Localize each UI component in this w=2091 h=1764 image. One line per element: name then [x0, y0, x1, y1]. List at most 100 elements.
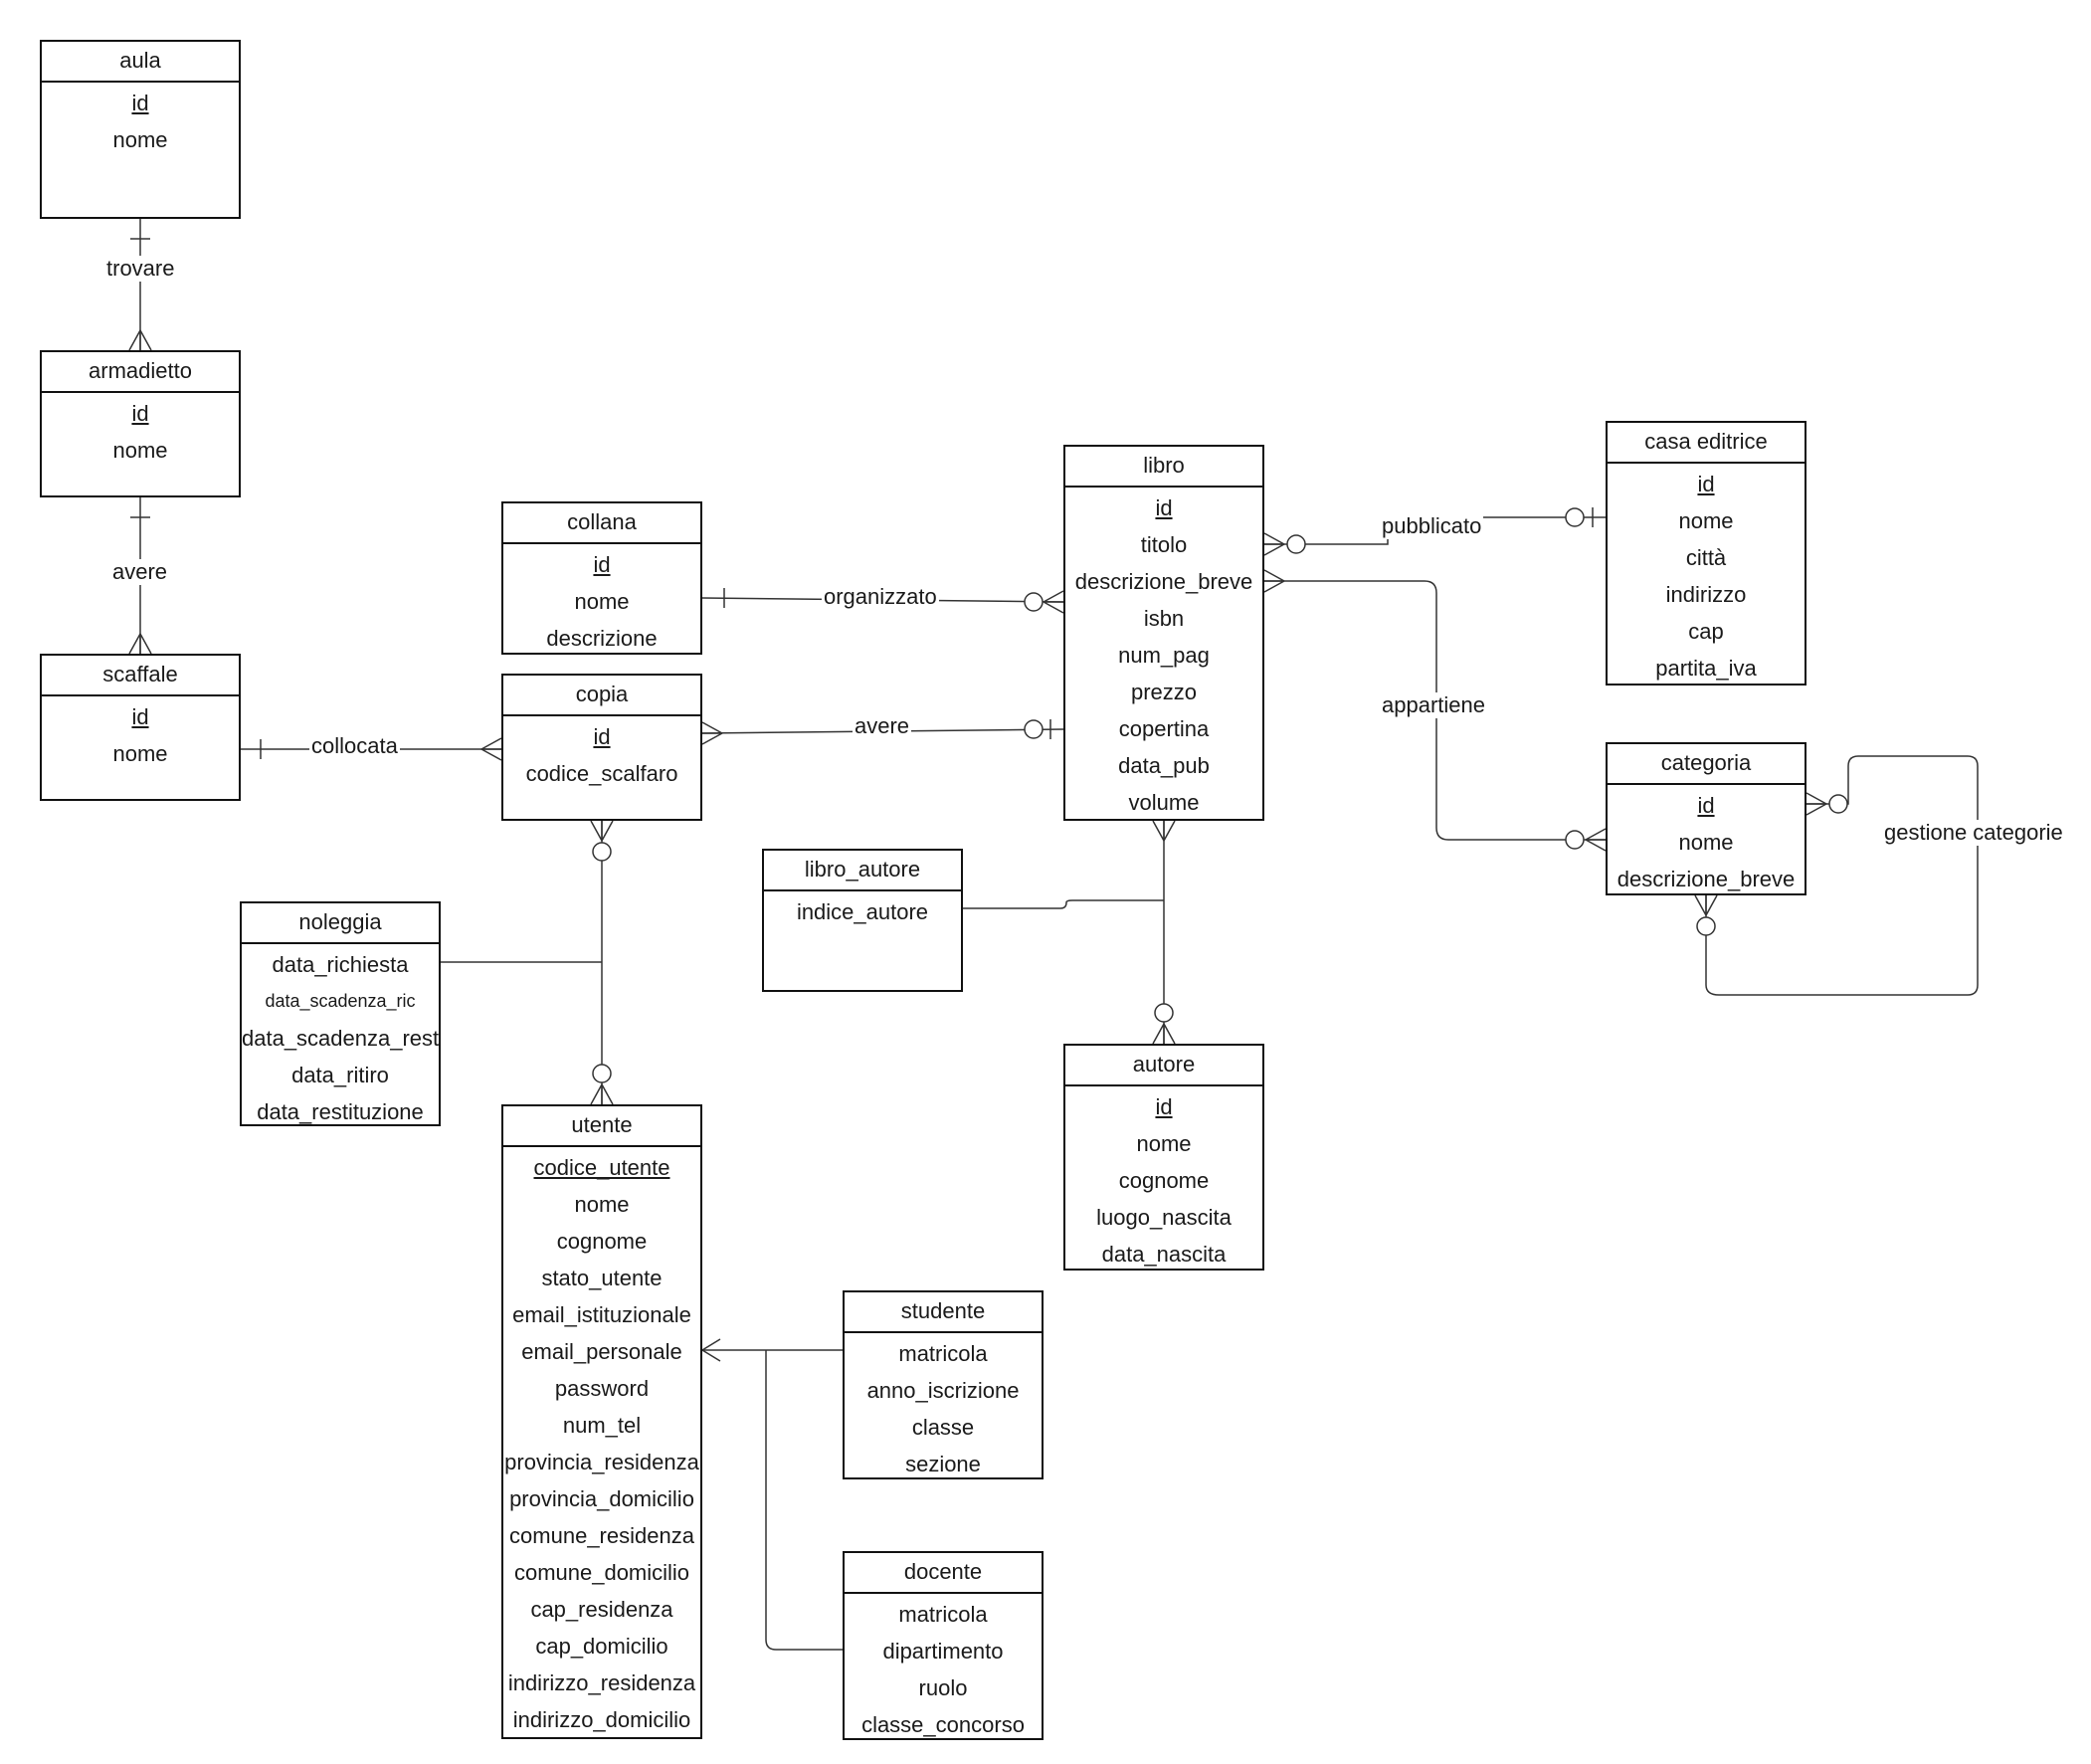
optional-marker: [1565, 507, 1585, 527]
entity-title: libro_autore: [764, 851, 961, 891]
crows-foot-marker: [1263, 532, 1285, 556]
attribute-list: indice_autore: [764, 891, 961, 930]
entity-title: scaffale: [42, 656, 239, 696]
attribute: codice_scalfaro: [525, 761, 678, 786]
primary-key-attribute: id: [131, 401, 149, 426]
attribute: data_scadenza_rest: [242, 1026, 440, 1051]
attribute-list: data_richiesta data_scadenza_ric data_scad…: [242, 944, 439, 1130]
entity-copia[interactable]: copia id codice_scalfaro: [501, 674, 702, 821]
attribute: data_restituzione: [257, 1099, 424, 1124]
entity-title: aula: [42, 42, 239, 83]
crows-foot-marker: [1043, 590, 1064, 614]
entity-title: casa editrice: [1608, 423, 1805, 464]
attribute: nome: [112, 127, 168, 152]
attribute: nome: [1678, 830, 1734, 855]
crows-foot-marker: [701, 721, 723, 745]
crows-foot-marker: [1585, 828, 1607, 852]
attribute: indirizzo_residenza: [507, 1670, 696, 1695]
entity-title: autore: [1065, 1046, 1262, 1086]
attribute: data_ritiro: [291, 1063, 389, 1087]
crows-foot-marker: [1694, 894, 1718, 916]
optional-marker: [592, 842, 612, 862]
generalization-arrow: [700, 1338, 721, 1362]
optional-marker: [1828, 794, 1848, 814]
attribute: volume: [1128, 790, 1200, 815]
primary-key-attribute: id: [1155, 495, 1173, 520]
attribute: città: [1685, 545, 1727, 570]
attribute: cap: [1688, 619, 1724, 644]
attribute: descrizione_breve: [1074, 569, 1253, 594]
primary-key-attribute: codice_utente: [533, 1155, 670, 1180]
attribute: partita_iva: [1655, 656, 1757, 681]
crows-foot-marker: [128, 633, 152, 655]
entity-title: collana: [503, 503, 700, 544]
attribute: provincia_domicilio: [509, 1486, 694, 1511]
attribute: anno_iscrizione: [866, 1378, 1020, 1403]
attribute: data_nascita: [1101, 1242, 1227, 1267]
attribute: data_scadenza_ric: [265, 991, 416, 1011]
attribute: descrizione: [546, 626, 658, 651]
attribute: comune_domicilio: [513, 1560, 690, 1585]
attribute: nome: [1678, 508, 1734, 533]
entity-title: copia: [503, 676, 700, 716]
attribute: luogo_nascita: [1096, 1205, 1232, 1230]
attribute: titolo: [1140, 532, 1188, 557]
optional-marker: [1696, 916, 1716, 936]
crows-foot-marker: [1806, 792, 1827, 816]
attribute: comune_residenza: [509, 1523, 694, 1548]
attribute-list: id codice_scalfaro: [503, 716, 700, 792]
attribute: email_istituzionale: [512, 1302, 691, 1327]
rel-appartiene: appartiene: [1380, 692, 1487, 718]
attribute: data_pub: [1118, 753, 1210, 778]
attribute: ruolo: [918, 1675, 968, 1700]
attribute: nome: [112, 741, 168, 766]
rel-avere-armadietto-scaffale: avere: [110, 559, 170, 585]
primary-key-attribute: id: [593, 552, 611, 577]
primary-key-attribute: id: [593, 724, 611, 749]
attribute: isbn: [1143, 606, 1185, 631]
attribute: data_richiesta: [272, 952, 409, 977]
connector-line: [963, 899, 1164, 909]
attribute: indirizzo_domicilio: [512, 1707, 691, 1732]
optional-marker: [592, 1064, 612, 1083]
entity-title: docente: [845, 1553, 1042, 1594]
primary-key-attribute: id: [131, 704, 149, 729]
crows-foot-marker: [480, 737, 502, 761]
attribute: dipartimento: [882, 1639, 1004, 1664]
primary-key-attribute: id: [1697, 472, 1715, 496]
entity-title: categoria: [1608, 744, 1805, 785]
attribute: nome: [1136, 1131, 1192, 1156]
rel-trovare: trovare: [104, 256, 177, 282]
attribute: cognome: [1118, 1168, 1210, 1193]
attribute: stato_utente: [541, 1266, 663, 1290]
crows-foot-marker: [1263, 569, 1285, 593]
rel-gestione-categorie: gestione categorie: [1882, 820, 2065, 846]
entity-title: noleggia: [242, 903, 439, 944]
optional-marker: [1024, 592, 1044, 612]
entity-scaffale[interactable]: scaffale id nome: [40, 654, 241, 801]
attribute: sezione: [905, 1452, 981, 1476]
rel-organizzato: organizzato: [822, 584, 939, 610]
attribute: matricola: [898, 1602, 988, 1627]
entity-title: libro: [1065, 447, 1262, 488]
